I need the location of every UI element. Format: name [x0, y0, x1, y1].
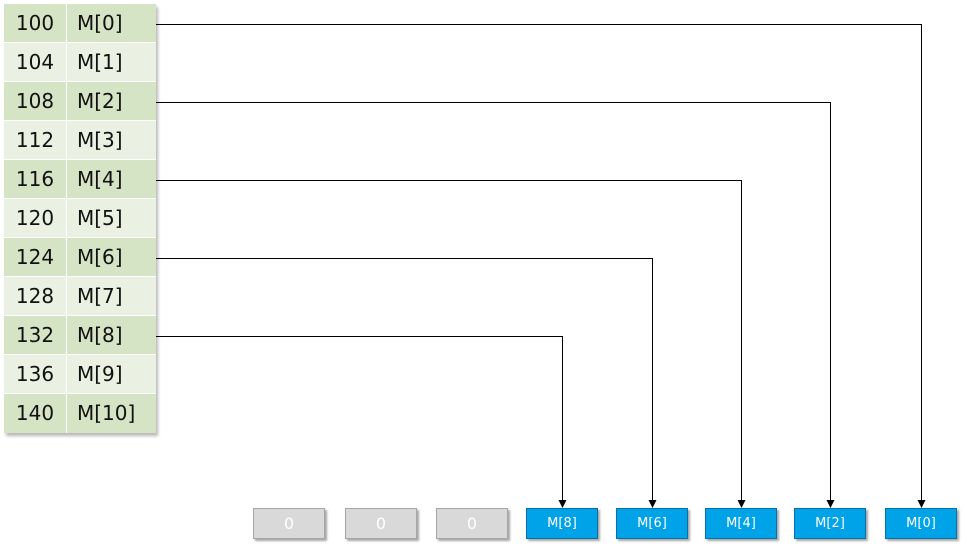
memory-label: M[0]: [67, 4, 156, 42]
memory-row: 136 M[9]: [4, 355, 156, 394]
connector-arrow: [156, 24, 926, 508]
memory-address: 140: [4, 394, 67, 433]
memory-label: M[9]: [67, 355, 156, 393]
memory-label: M[6]: [67, 238, 156, 276]
memory-address: 132: [4, 316, 67, 354]
vector-slot-empty: 0: [436, 508, 508, 539]
connector-arrow: [156, 258, 657, 508]
connector-arrow: [156, 336, 567, 508]
memory-row: 100 M[0]: [4, 4, 156, 43]
memory-row: 132 M[8]: [4, 316, 156, 355]
memory-address: 116: [4, 160, 67, 198]
memory-row: 124 M[6]: [4, 238, 156, 277]
connector-arrow: [156, 180, 746, 508]
memory-label: M[7]: [67, 277, 156, 315]
memory-address: 136: [4, 355, 67, 393]
memory-row: 112 M[3]: [4, 121, 156, 160]
vector-slot-empty: 0: [345, 508, 417, 539]
memory-row: 116 M[4]: [4, 160, 156, 199]
memory-label: M[3]: [67, 121, 156, 159]
vector-slot-filled: M[4]: [705, 508, 777, 539]
vector-slot-filled: M[8]: [526, 508, 598, 539]
memory-row: 108 M[2]: [4, 82, 156, 121]
memory-row: 104 M[1]: [4, 43, 156, 82]
memory-address: 124: [4, 238, 67, 276]
memory-label: M[10]: [67, 394, 156, 433]
memory-address: 128: [4, 277, 67, 315]
connector-arrow: [156, 102, 835, 508]
memory-address: 120: [4, 199, 67, 237]
memory-label: M[5]: [67, 199, 156, 237]
memory-label: M[8]: [67, 316, 156, 354]
memory-address: 100: [4, 4, 67, 42]
memory-row: 120 M[5]: [4, 199, 156, 238]
memory-address: 112: [4, 121, 67, 159]
vector-slot-filled: M[2]: [794, 508, 866, 539]
memory-label: M[1]: [67, 43, 156, 81]
connector-group: [156, 24, 926, 508]
memory-label: M[2]: [67, 82, 156, 120]
vector-slot-filled: M[6]: [616, 508, 688, 539]
memory-address: 104: [4, 43, 67, 81]
vector-slot-filled: M[0]: [885, 508, 957, 539]
memory-address: 108: [4, 82, 67, 120]
memory-table: 100 M[0] 104 M[1] 108 M[2] 112 M[3] 116 …: [4, 4, 156, 433]
vector-slot-empty: 0: [253, 508, 325, 539]
memory-label: M[4]: [67, 160, 156, 198]
memory-row: 128 M[7]: [4, 277, 156, 316]
memory-row: 140 M[10]: [4, 394, 156, 433]
